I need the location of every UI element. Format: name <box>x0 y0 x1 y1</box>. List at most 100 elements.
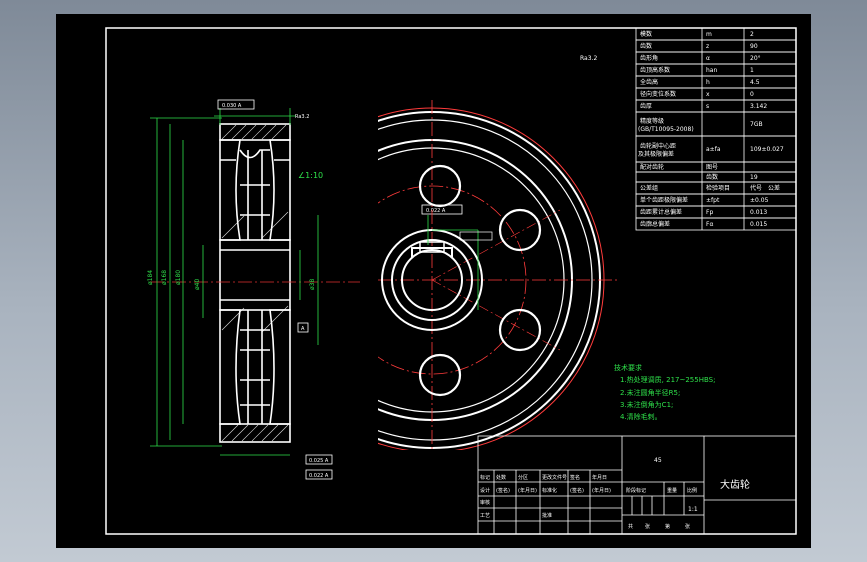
param-value: 2 <box>750 31 754 38</box>
section-hatch <box>221 124 289 442</box>
param-label: 齿廓总偏差 <box>640 220 670 228</box>
param-label: 齿顶高系数 <box>640 66 670 74</box>
tolerance-texts: 0.030 A 0.025 A 0.022 A A 0.022 A Ra3.2 <box>222 103 446 479</box>
gear-section-view <box>219 123 291 443</box>
param-label: 及其极限偏差 <box>638 150 674 158</box>
svg-text:0.025 A: 0.025 A <box>309 458 329 464</box>
svg-text:Ra3.2: Ra3.2 <box>295 114 309 120</box>
svg-text:共: 共 <box>628 523 633 530</box>
param-label: 齿数 <box>640 42 652 50</box>
title-block-rows: 标记处数 分区 更改文件号签名 年月日设计 (签名) (年月日) 标准化 (签名) (年月日) 审… <box>480 474 611 519</box>
svg-text:张: 张 <box>645 523 650 530</box>
title-block-cell: 处数 <box>496 474 506 481</box>
roughness-mark: Ra3.2 <box>580 55 597 62</box>
param-symbol: 图号 <box>706 164 718 171</box>
svg-text:A: A <box>301 326 305 332</box>
param-symbol: m <box>706 31 712 38</box>
param-label: 精度等级 <box>640 117 664 125</box>
param-value: 3.142 <box>750 103 767 110</box>
title-block-cell: 签名 <box>570 474 580 481</box>
param-symbol: 齿数 <box>706 173 718 181</box>
technical-requirements: 技术要求 1.热处理调质, 217~255HBS; 2.未注圆角半径R5; 3.… <box>614 363 715 421</box>
scale: 1:1 <box>688 506 698 513</box>
gear-side-view <box>378 100 618 450</box>
param-value: 0 <box>750 91 754 98</box>
param-label: 全齿高 <box>640 78 658 86</box>
param-symbol: Fα <box>706 221 713 228</box>
svg-text:重量: 重量 <box>667 487 677 494</box>
param-symbol: han <box>706 67 717 74</box>
svg-text:ø184: ø184 <box>147 270 154 285</box>
title-block-cell: 标准化 <box>542 487 557 494</box>
param-label: 齿厚 <box>640 102 652 110</box>
param-label: 公差组 <box>640 184 658 192</box>
svg-text:第: 第 <box>665 523 670 530</box>
tech-title: 技术要求 <box>614 363 642 372</box>
tech-item: 3.未注倒角为C1; <box>620 400 673 409</box>
title-block-cell: 分区 <box>518 474 528 481</box>
svg-text:张: 张 <box>685 523 690 530</box>
param-value: 0.013 <box>750 209 767 216</box>
param-symbol: Fp <box>706 209 713 216</box>
param-extra: 公差 <box>768 184 780 192</box>
param-symbol: h <box>706 79 710 86</box>
param-symbol: α <box>706 55 710 62</box>
title-block-cell: 更改文件号 <box>542 474 567 481</box>
param-label: 单个齿距极限偏差 <box>640 196 688 204</box>
param-symbol: ±fpt <box>706 197 720 204</box>
svg-text:ø180: ø180 <box>175 270 182 285</box>
param-label: 齿轮副中心距 <box>640 142 676 150</box>
param-value: 1 <box>750 67 754 74</box>
param-value: 7GB <box>750 121 763 128</box>
svg-text:ø40: ø40 <box>194 279 201 290</box>
tech-item: 1.热处理调质, 217~255HBS; <box>620 375 715 384</box>
param-symbol: 检验项目 <box>706 184 730 192</box>
param-label: (GB/T10095-2008) <box>638 126 694 133</box>
param-label: 模数 <box>640 30 652 38</box>
param-label: 径向变位系数 <box>640 90 676 98</box>
param-value: 0.015 <box>750 221 767 228</box>
svg-text:∠1:10: ∠1:10 <box>298 171 323 180</box>
title-block-cell: (年月日) <box>592 487 611 494</box>
tech-item: 4.清除毛刺。 <box>620 412 662 421</box>
part-name: 大齿轮 <box>720 478 750 491</box>
param-value: 19 <box>750 174 758 181</box>
param-symbol: z <box>706 43 709 50</box>
title-block-cell: 设计 <box>480 487 490 494</box>
title-block-cell: 年月日 <box>592 474 607 481</box>
svg-text:0.022 A: 0.022 A <box>309 473 329 479</box>
svg-text:0.022 A: 0.022 A <box>426 208 446 214</box>
param-value: ±0.05 <box>750 197 769 204</box>
param-label: 齿形角 <box>640 54 658 62</box>
dimension-texts: ø184 ø168 ø180 ø40 ø38 ∠1:10 <box>147 171 323 290</box>
title-block-cell: (年月日) <box>518 487 537 494</box>
title-block-cell: 工艺 <box>480 513 490 519</box>
svg-text:ø168: ø168 <box>161 270 168 285</box>
param-value: 109±0.027 <box>750 146 784 153</box>
title-block-cell: (签名) <box>570 487 584 494</box>
param-value: 20° <box>750 55 761 62</box>
title-block-cell: 标记 <box>480 474 490 481</box>
title-block-cell: 审核 <box>480 499 490 506</box>
material: 45 <box>654 457 662 464</box>
param-value: 代号 <box>750 184 762 192</box>
parameter-table <box>635 27 797 231</box>
svg-text:阶段标记: 阶段标记 <box>626 487 646 494</box>
param-label: 齿距累计总偏差 <box>640 208 682 216</box>
title-block-cell: (签名) <box>496 487 510 494</box>
title-block-text: 大齿轮 45 1:1 阶段标记 重量 比例 共 张 第 张 <box>626 457 750 530</box>
param-label: 配对齿轮 <box>640 163 664 171</box>
param-symbol: a±fa <box>706 146 721 153</box>
param-value: 4.5 <box>750 79 760 86</box>
param-value: 90 <box>750 43 758 50</box>
title-block-cell: 批准 <box>542 512 552 519</box>
svg-text:0.030 A: 0.030 A <box>222 103 242 109</box>
tech-item: 2.未注圆角半径R5; <box>620 388 680 397</box>
drawing-frame <box>105 27 797 535</box>
title-block <box>477 435 797 535</box>
svg-text:ø38: ø38 <box>309 279 316 290</box>
dimension-lines <box>150 108 319 456</box>
